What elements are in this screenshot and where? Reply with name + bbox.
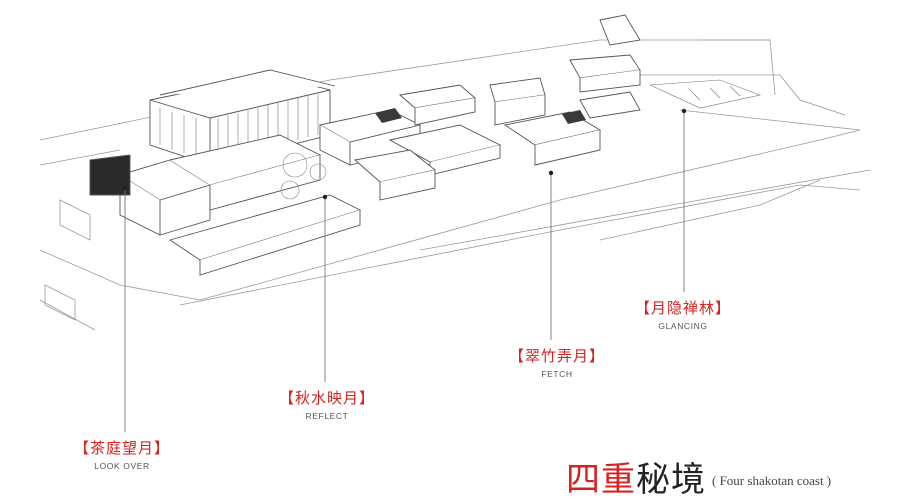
callout-zen-forest: 【月隐禅林】 GLANCING [618, 297, 748, 331]
callout-label-en: FETCH [541, 369, 573, 379]
title-dark-part: 秘境 [636, 460, 706, 500]
callout-label-en: LOOK OVER [94, 461, 150, 471]
leader-dot-glancing [681, 108, 687, 114]
title-red-part: 四重 [566, 460, 636, 500]
callout-label-en: REFLECT [305, 411, 349, 421]
callout-label-zh: 【翠竹弄月】 [508, 347, 605, 365]
diagram-title: 四重秘境 ( Four shakotan coast ) [566, 452, 831, 501]
leader-dot-reflect [322, 194, 328, 200]
leader-dot-fetch [548, 170, 554, 176]
title-subtitle: ( Four shakotan coast ) [712, 473, 832, 488]
callout-label-en: GLANCING [658, 321, 708, 331]
callout-autumn-water: 【秋水映月】 REFLECT [262, 387, 392, 421]
leader-dot-look-over [122, 185, 128, 191]
callout-label-zh: 【月隐禅林】 [634, 299, 731, 317]
callout-label-zh: 【秋水映月】 [278, 389, 375, 407]
callout-label-zh: 【茶庭望月】 [73, 439, 170, 457]
callout-tea-garden: 【茶庭望月】 LOOK OVER [56, 437, 188, 471]
callout-bamboo: 【翠竹弄月】 FETCH [492, 345, 622, 379]
